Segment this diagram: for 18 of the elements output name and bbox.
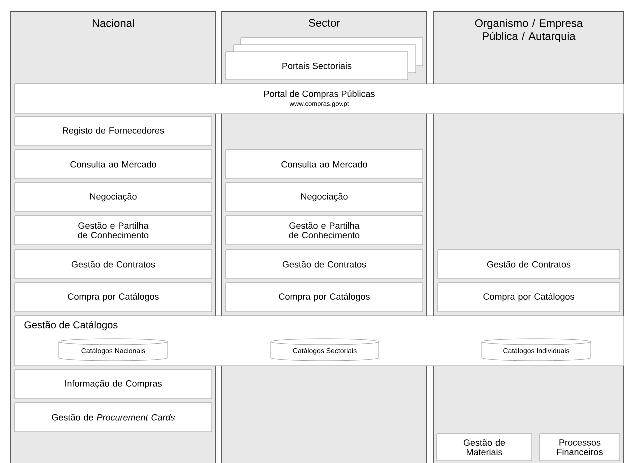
process-box: Compra por Catálogos — [438, 282, 620, 312]
process-box: Gestão de Materiais — [436, 434, 532, 462]
process-box: Compra por Catálogos — [226, 282, 424, 312]
process-box: Processos Financeiros — [540, 434, 620, 462]
process-box: Consulta ao Mercado — [226, 150, 424, 180]
process-box: Gestão de Contratos — [438, 250, 620, 280]
process-box: Gestão de Contratos — [14, 250, 212, 280]
process-box: Negociação — [226, 182, 424, 212]
process-box: Informação de Compras — [14, 370, 212, 400]
process-box: Compra por Catálogos — [14, 282, 212, 312]
process-box: Gestão de Contratos — [226, 250, 424, 280]
process-box: Negociação — [14, 182, 212, 212]
process-box: Gestão de Procurement Cards — [14, 402, 212, 432]
process-box: Consulta ao Mercado — [14, 150, 212, 180]
process-box: Registo de Fornecedores — [14, 116, 212, 146]
stacked-box: Portais Sectoriais — [226, 38, 424, 80]
process-box: Gestão e Partilha de Conhecimento — [226, 216, 424, 246]
process-box: Gestão e Partilha de Conhecimento — [14, 216, 212, 246]
